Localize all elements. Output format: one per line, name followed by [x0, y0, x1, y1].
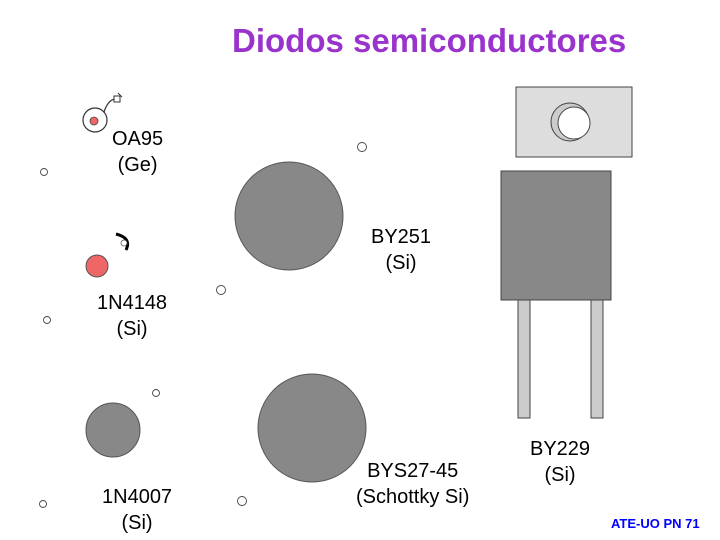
bys27-diode-image	[257, 373, 367, 483]
by251-name: BY251	[371, 226, 432, 248]
n4148-diode-image	[85, 232, 130, 278]
oa95-label: OA95 (Ge)	[112, 126, 163, 178]
bys27-name: BYS27-45	[367, 460, 459, 482]
by229-material: (Si)	[544, 464, 576, 486]
oa95-diode-image	[82, 92, 123, 133]
bys27-material: (Schottky Si)	[356, 486, 470, 508]
n4148-label: 1N4148 (Si)	[97, 290, 167, 342]
n4007-name: 1N4007	[102, 486, 173, 508]
bys27-label: BYS27-45 (Schottky Si)	[356, 458, 469, 510]
slide-title: Diodos semiconductores	[232, 22, 627, 59]
n4148-name: 1N4148	[97, 292, 168, 314]
by251-material: (Si)	[385, 252, 417, 274]
terminal-dots	[39, 142, 367, 508]
by229-label: BY229 (Si)	[530, 436, 590, 488]
n4007-material: (Si)	[121, 512, 153, 534]
oa95-name: OA95	[112, 128, 164, 150]
by251-label: BY251 (Si)	[371, 224, 431, 276]
slide-footer: ATE-UO PN 71	[611, 516, 700, 531]
by229-name: BY229	[530, 438, 591, 460]
by251-diode-image	[234, 161, 344, 271]
n4148-material: (Si)	[116, 318, 148, 340]
by229-diode-image	[500, 86, 633, 419]
n4007-diode-image	[85, 402, 141, 458]
n4007-label: 1N4007 (Si)	[102, 484, 172, 536]
oa95-material: (Ge)	[117, 154, 158, 176]
